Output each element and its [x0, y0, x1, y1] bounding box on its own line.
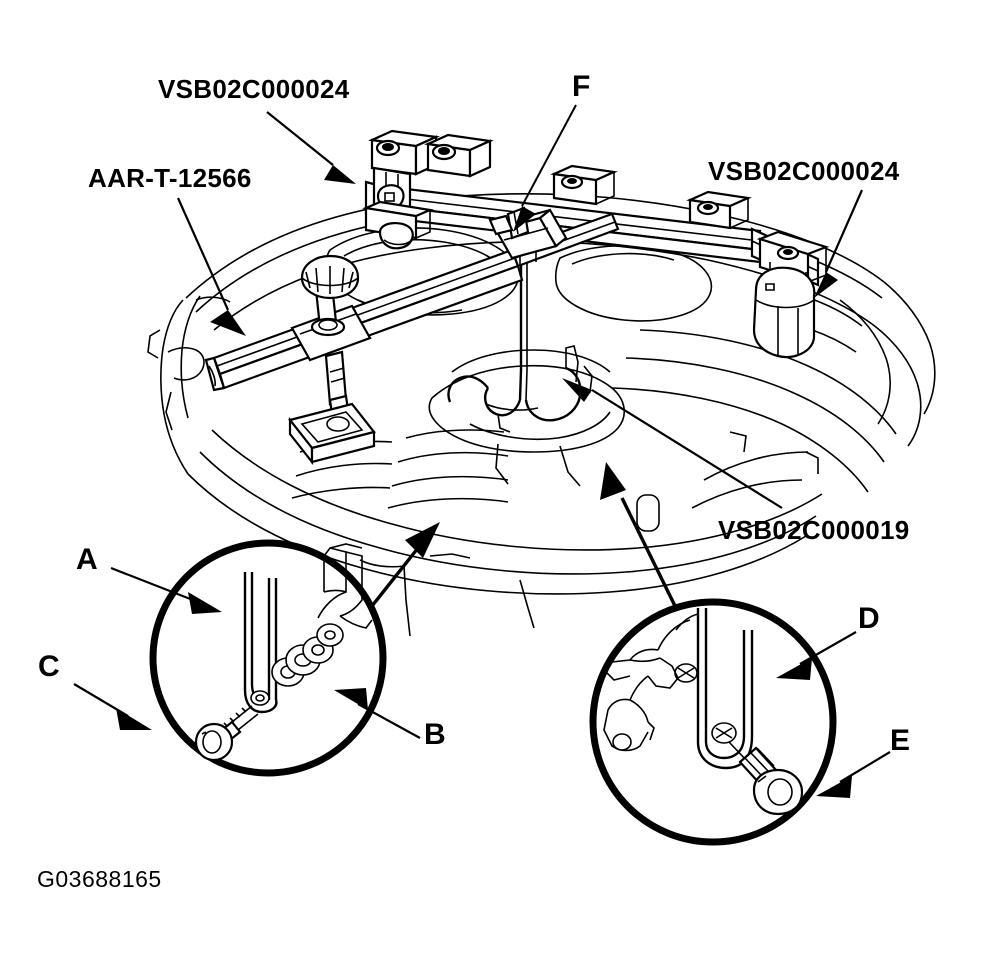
- detail-left-label-b: B: [424, 718, 446, 751]
- callout-leaders: [176, 104, 864, 509]
- detail-circle-left: [149, 539, 387, 777]
- detail-left-leaders: [73, 566, 421, 739]
- detail-circle-right: [589, 598, 837, 846]
- detail-view-pointers: [370, 462, 678, 609]
- callout-label-aar-t-12566: AAR-T-12566: [88, 163, 252, 193]
- detail-left-label-a: A: [76, 543, 98, 576]
- detail-right-leaders: [776, 631, 891, 798]
- hook-assembly-VSB02C000019: [447, 258, 593, 433]
- callout-label-vsb02c000024-top-right: VSB02C000024: [708, 156, 900, 186]
- callout-label-f: F: [572, 70, 591, 103]
- figure-number: G03688165: [37, 866, 162, 892]
- callout-label-vsb02c000024-top-left: VSB02C000024: [158, 74, 350, 104]
- detail-left-label-c: C: [38, 650, 60, 683]
- engine-support-bar-assembly: [204, 129, 830, 466]
- detail-right-label-e: E: [890, 724, 911, 757]
- detail-right-label-d: D: [858, 602, 880, 635]
- callout-label-vsb02c000019: VSB02C000019: [718, 515, 910, 545]
